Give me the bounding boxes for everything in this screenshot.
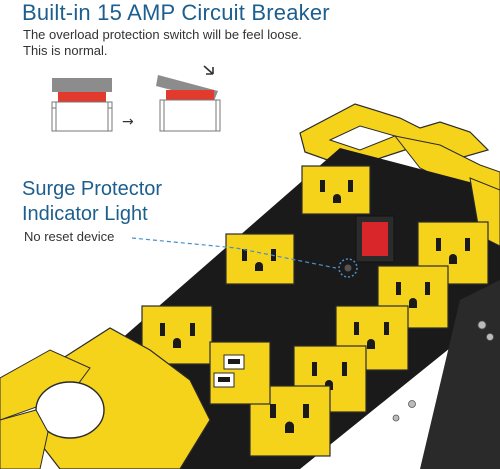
screw-icon <box>408 400 416 408</box>
breaker-heading: Built-in 15 AMP Circuit Breaker <box>22 0 330 25</box>
screw-icon <box>392 414 400 422</box>
bottom-mount-bracket <box>0 327 211 469</box>
breaker-description-line1: The overload protection switch will be f… <box>23 27 302 42</box>
outlet-icon <box>225 233 295 285</box>
outlet-icon <box>301 165 371 215</box>
breaker-normal-icon <box>51 78 113 132</box>
screw-icon <box>486 333 494 341</box>
surge-title-line2: Indicator Light <box>22 203 148 225</box>
arrow-icon: → <box>122 114 134 130</box>
breaker-loose-icon <box>156 65 221 132</box>
usb-ports-icon <box>209 341 271 405</box>
breaker-description: The overload protection switch will be f… <box>23 27 343 59</box>
screw-icon <box>477 320 487 330</box>
surge-indicator-title: Surge Protector Indicator Light <box>22 177 162 227</box>
breaker-description-line2: This is normal. <box>23 43 108 58</box>
power-switch-icon <box>355 215 395 263</box>
surge-title-line1: Surge Protector <box>22 178 163 200</box>
surge-indicator-note: No reset device <box>24 229 115 244</box>
